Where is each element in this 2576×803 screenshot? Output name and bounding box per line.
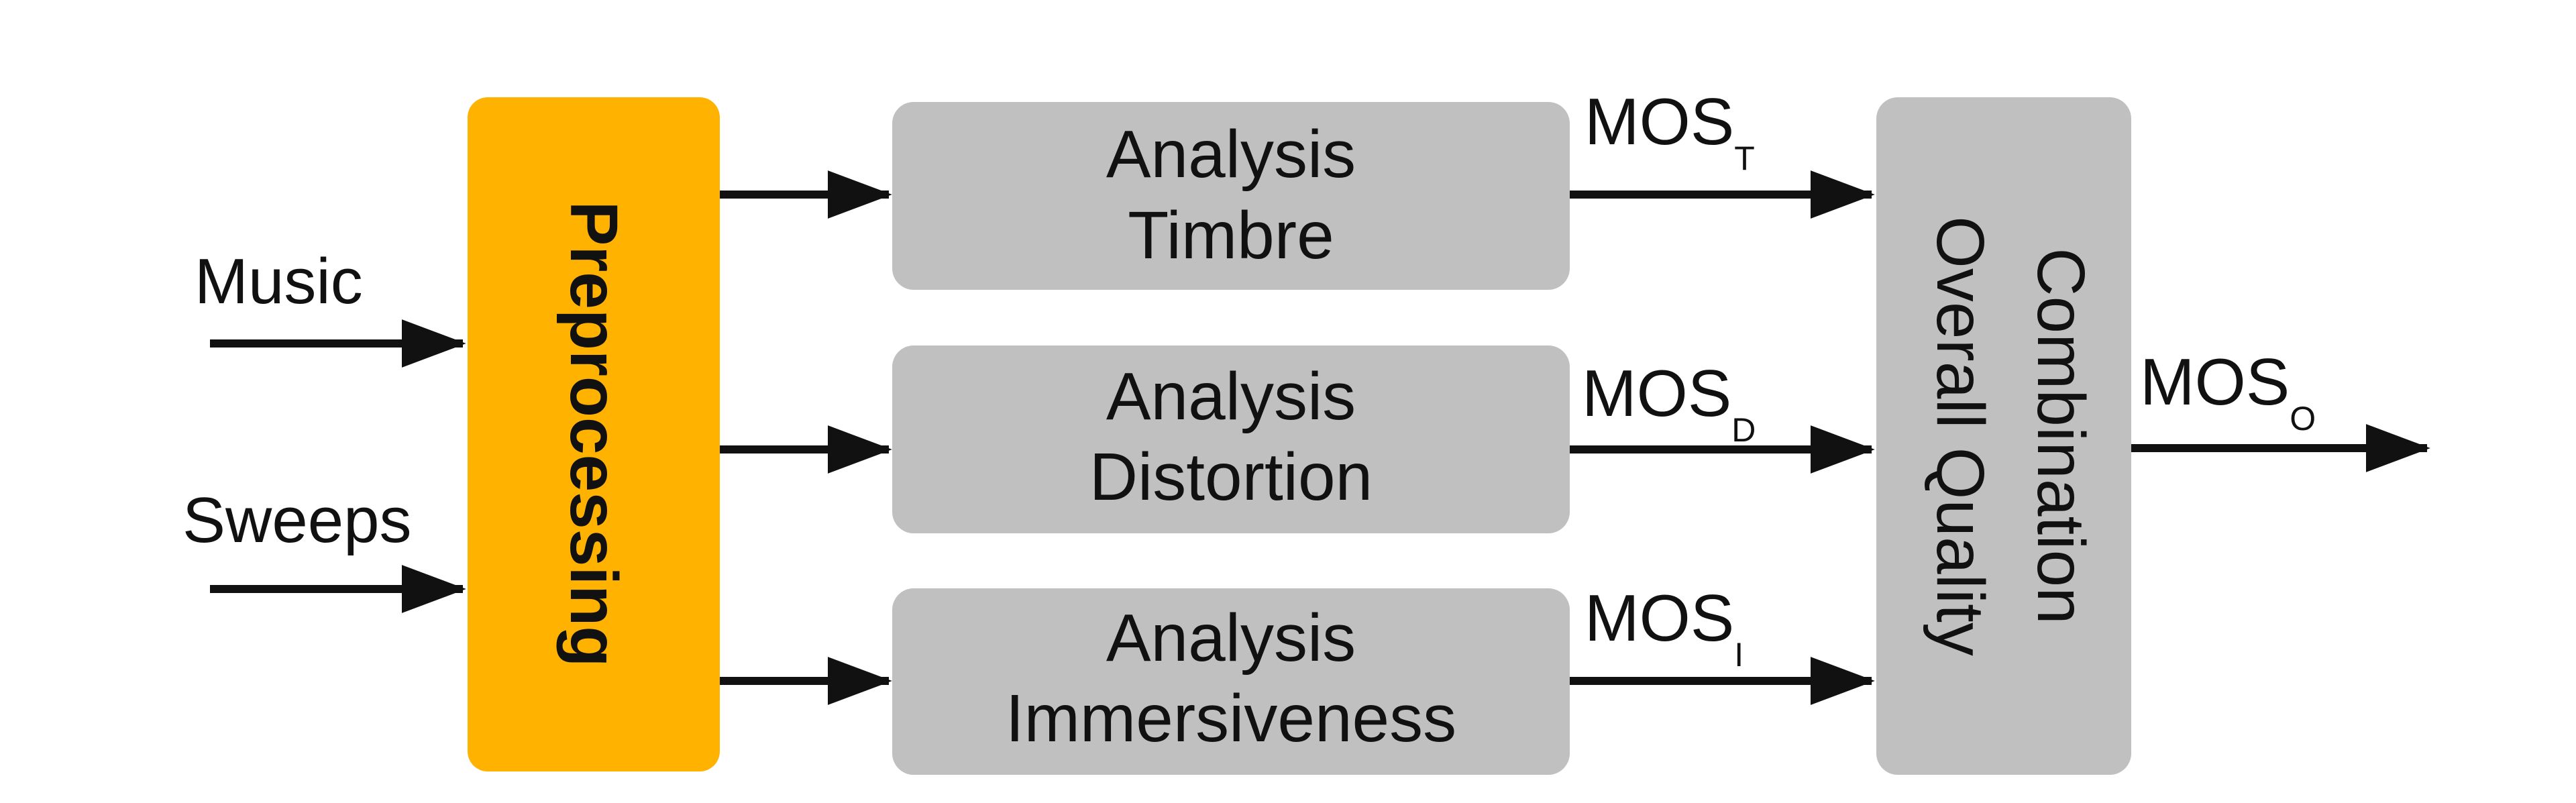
preprocessing-label: Preprocessing	[556, 201, 631, 667]
overall-quality-label: Overall Quality	[1923, 216, 1998, 656]
analysis-immersiveness-block	[892, 588, 1570, 775]
analysis-immersiveness-sublabel: Immersiveness	[1006, 681, 1456, 756]
mos-t-label: MOST	[1585, 85, 1755, 177]
music-label: Music	[195, 246, 363, 317]
mos-o-label: MOSO	[2140, 345, 2316, 437]
analysis-immersiveness-label: Analysis	[1106, 600, 1356, 676]
mos-d-label: MOSD	[1582, 356, 1756, 449]
combination-block	[1876, 97, 2131, 775]
combination-label: Combination	[2023, 248, 2098, 624]
analysis-distortion-sublabel: Distortion	[1089, 439, 1373, 515]
mos-i-label: MOSI	[1585, 581, 1743, 674]
preprocessing-block	[468, 97, 720, 771]
analysis-timbre-block	[892, 102, 1570, 290]
analysis-distortion-label: Analysis	[1106, 359, 1356, 434]
analysis-timbre-label: Analysis	[1106, 117, 1356, 192]
sweeps-label: Sweeps	[182, 484, 412, 556]
analysis-timbre-sublabel: Timbre	[1128, 198, 1334, 273]
analysis-distortion-block	[892, 345, 1570, 533]
